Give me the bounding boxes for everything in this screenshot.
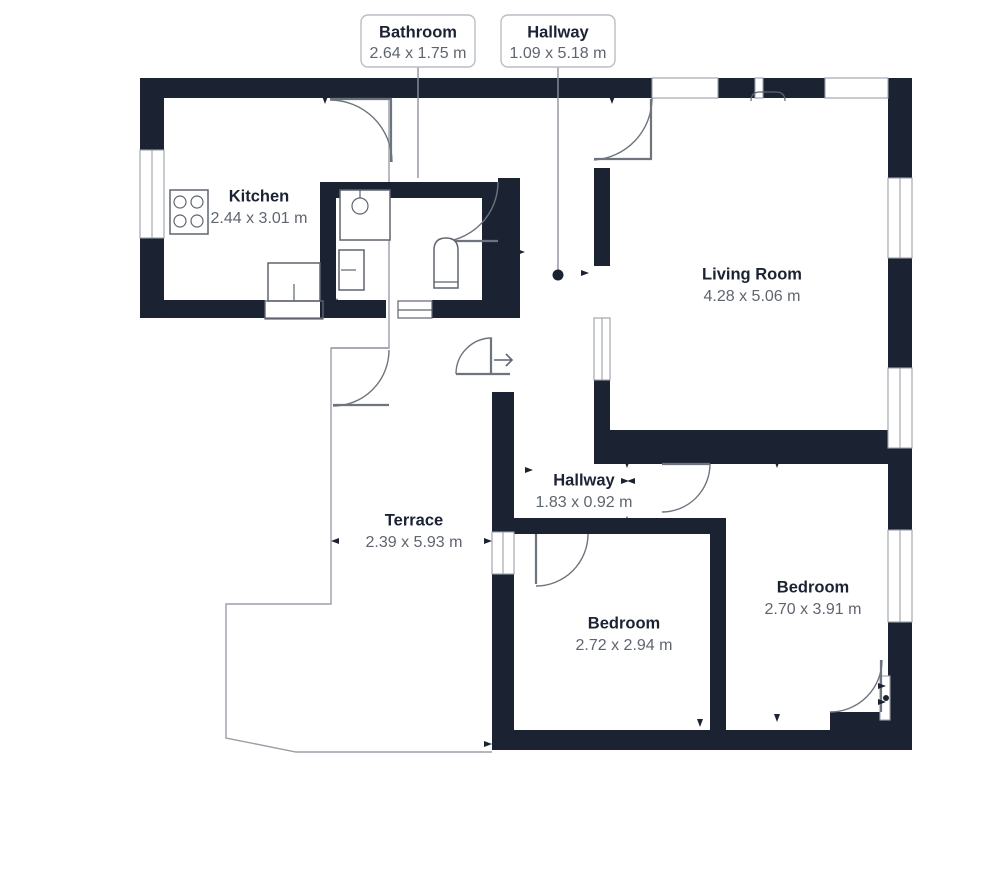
room-name-bedroom-large: Bedroom bbox=[777, 578, 849, 596]
door-kitchen bbox=[329, 97, 393, 163]
door-terrace bbox=[332, 349, 390, 407]
callout-bathroom[interactable]: Bathroom 2.64 x 1.75 m bbox=[360, 14, 476, 68]
fixtures bbox=[169, 189, 459, 320]
floor-areas bbox=[140, 78, 912, 750]
callout-bathroom-name: Bathroom bbox=[379, 23, 457, 41]
room-dims-kitchen: 2.44 x 3.01 m bbox=[211, 210, 308, 227]
sink-icon bbox=[338, 249, 365, 291]
door-bedroom-small bbox=[534, 533, 589, 587]
callout-box-bathroom[interactable] bbox=[360, 14, 476, 68]
room-name-kitchen: Kitchen bbox=[229, 187, 290, 205]
windows bbox=[139, 77, 913, 721]
callout-box-hallway[interactable] bbox=[500, 14, 616, 68]
room-label-bedroom-large: Bedroom 2.70 x 3.91 m bbox=[765, 578, 862, 618]
room-name-hallway-lower: Hallway bbox=[553, 471, 615, 489]
exterior-step-icon bbox=[264, 300, 433, 320]
toilet-icon bbox=[433, 237, 459, 289]
room-label-living-room: Living Room 4.28 x 5.06 m bbox=[702, 265, 802, 305]
room-dims-hallway-lower: 1.83 x 0.92 m bbox=[536, 494, 633, 511]
stove-icon bbox=[169, 189, 209, 235]
room-label-hallway-lower: Hallway 1.83 x 0.92 m bbox=[536, 471, 633, 511]
callout-hallway-main[interactable]: Hallway 1.09 x 5.18 m bbox=[500, 14, 616, 68]
dimension-ticks bbox=[159, 96, 886, 747]
counter-icon bbox=[264, 262, 324, 319]
room-dims-bedroom-small: 2.72 x 2.94 m bbox=[576, 637, 673, 654]
door-bedroom-large-hall bbox=[661, 462, 711, 513]
doors bbox=[329, 97, 883, 713]
room-dims-terrace: 2.39 x 5.93 m bbox=[366, 534, 463, 551]
callout-hallway-name: Hallway bbox=[527, 23, 589, 41]
callout-bathroom-dims: 2.64 x 1.75 m bbox=[370, 45, 467, 62]
room-name-terrace: Terrace bbox=[385, 511, 443, 529]
entrance-arrow-icon bbox=[494, 353, 514, 367]
door-living-room bbox=[593, 97, 653, 161]
room-label-terrace: Terrace 2.39 x 5.93 m bbox=[366, 511, 463, 551]
room-name-living-room: Living Room bbox=[702, 265, 802, 283]
callout-leaders bbox=[417, 67, 564, 281]
room-label-bedroom-small: Bedroom 2.72 x 2.94 m bbox=[576, 614, 673, 654]
room-dims-bedroom-large: 2.70 x 3.91 m bbox=[765, 601, 862, 618]
room-name-bedroom-small: Bedroom bbox=[588, 614, 660, 632]
terrace-outline bbox=[225, 100, 492, 753]
door-entrance bbox=[455, 337, 514, 376]
room-label-kitchen: Kitchen 2.44 x 3.01 m bbox=[211, 187, 308, 227]
leader-endpoint-dot bbox=[552, 269, 564, 281]
room-dims-living-room: 4.28 x 5.06 m bbox=[704, 288, 801, 305]
callout-hallway-dims: 1.09 x 5.18 m bbox=[510, 45, 607, 62]
shower-icon bbox=[339, 189, 391, 241]
walls bbox=[140, 78, 912, 750]
